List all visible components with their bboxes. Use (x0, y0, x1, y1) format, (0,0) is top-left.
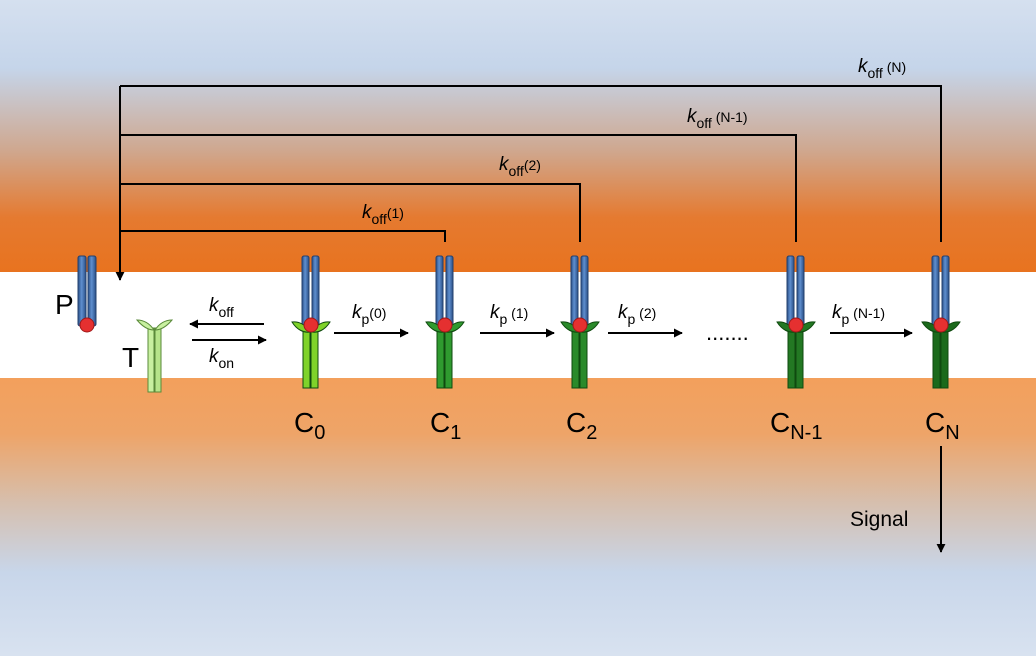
koff-N-1-line (120, 134, 797, 242)
koff-N-line (120, 85, 942, 242)
membrane-gap (0, 272, 1036, 378)
kp1-label: kp (1) (490, 302, 528, 327)
koff-2-label: koff(2) (499, 154, 541, 179)
receptor-chain (311, 255, 320, 327)
ellipsis: ....... (706, 320, 749, 345)
tcr-chain (310, 327, 319, 389)
species-P-label: P (55, 289, 74, 320)
koff-2-line (120, 183, 581, 242)
receptor-chain (796, 255, 805, 327)
species-T-label: T (122, 342, 139, 373)
free-pmhc-receptor (77, 255, 97, 333)
species-C1-label: C1 (430, 407, 461, 444)
ligand-dot (572, 317, 588, 333)
receptor-chain (580, 255, 589, 327)
receptor-chain (786, 255, 795, 327)
membrane-bottom-layer (0, 378, 1036, 656)
ligand-dot (933, 317, 949, 333)
complex-C0 (291, 255, 331, 389)
koff-1-line (120, 230, 446, 242)
kp2-label: kp (2) (618, 302, 656, 327)
tcr-chain (444, 327, 453, 389)
receptor-chain (941, 255, 950, 327)
tcr-chain (940, 327, 949, 389)
tcr-chain (795, 327, 804, 389)
species-C2-label: C2 (566, 407, 597, 444)
ligand-dot (437, 317, 453, 333)
tcr-chain (436, 327, 445, 389)
receptor-chain (570, 255, 579, 327)
species-CN-label: CN (925, 407, 960, 444)
receptor-chain (435, 255, 444, 327)
receptor-chain (445, 255, 454, 327)
kp0-label: kp(0) (352, 302, 386, 327)
ligand-dot (303, 317, 319, 333)
koff-1-label: koff(1) (362, 202, 404, 227)
species-CN-1-label: CN-1 (770, 407, 822, 444)
free-tcr (135, 319, 174, 393)
tcr-chain (932, 327, 941, 389)
complex-CN (921, 255, 961, 389)
binding-kon-label: kon (209, 346, 234, 371)
koff-N-label: koff (N) (858, 56, 906, 81)
tcr-chain (302, 327, 311, 389)
kpN-1-label: kp (N-1) (832, 302, 885, 327)
binding-koff-label: koff (209, 295, 234, 320)
ligand-dot (79, 317, 95, 333)
species-C0-label: C0 (294, 407, 325, 444)
receptor-chain (301, 255, 310, 327)
tcr-chain (571, 327, 580, 389)
tcr-chain (787, 327, 796, 389)
koff-return-lines (115, 85, 942, 281)
signal-label: Signal (850, 508, 908, 531)
ligand-dot (788, 317, 804, 333)
tcr-chain (579, 327, 588, 389)
complex-C2 (560, 255, 600, 389)
complex-CN1 (776, 255, 816, 389)
receptor-chain (931, 255, 940, 327)
complexes (291, 255, 961, 389)
koff-N-1-label: koff (N-1) (687, 106, 748, 131)
complex-C1 (425, 255, 465, 389)
